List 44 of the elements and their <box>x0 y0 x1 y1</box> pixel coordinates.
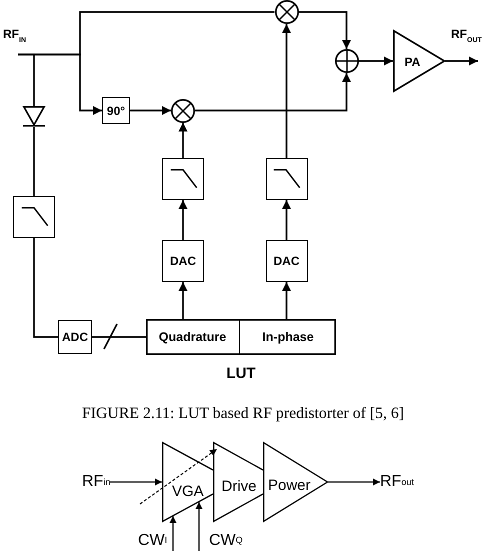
arrow <box>195 73 351 112</box>
stage-label: Drive <box>222 478 257 494</box>
stage-label: VGA <box>172 483 204 500</box>
arrow <box>178 282 188 319</box>
diode-symbol <box>23 106 45 127</box>
filter-block <box>162 158 204 200</box>
filter-block <box>266 158 308 200</box>
arrow <box>445 56 478 66</box>
amplifier-label: PA <box>404 55 420 69</box>
signal-line <box>92 336 146 338</box>
amplifier-stage <box>213 442 263 522</box>
arrow <box>282 200 291 240</box>
arrow <box>170 516 176 551</box>
adc-block: ADC <box>58 320 92 354</box>
arrow <box>130 106 171 115</box>
signal-label: RF$_{OUT}$ <box>451 27 482 44</box>
table-section: In-phase <box>240 319 336 355</box>
signal-line <box>33 238 58 338</box>
amplifier-symbol <box>393 30 445 92</box>
mixer-symbol <box>171 98 195 122</box>
arrow <box>298 11 351 49</box>
stage-label: Power <box>268 476 311 494</box>
dac-block: DAC <box>162 240 204 282</box>
arrow <box>178 122 188 158</box>
arrow <box>328 478 380 486</box>
table-section: Quadrature <box>146 319 240 355</box>
arrow <box>110 478 162 486</box>
arrow <box>358 56 393 66</box>
figure-caption: FIGURE 2.11: LUT based RF predistorter of [5, 6] <box>82 405 404 422</box>
amplifier-stage <box>162 442 213 522</box>
filter-block <box>13 196 55 238</box>
arrow <box>196 502 202 551</box>
signal-line <box>33 127 35 196</box>
signal-label: RF$_{IN}$ <box>3 27 26 44</box>
signal-line <box>18 54 35 106</box>
arrow <box>282 282 291 319</box>
amplifier-stage <box>263 442 328 522</box>
arrow <box>178 200 188 240</box>
mixer-symbol <box>274 0 298 24</box>
phase-shifter-block: 90° <box>102 97 130 124</box>
arrow <box>282 24 291 158</box>
table-title: LUT <box>226 366 256 381</box>
adder-symbol <box>334 49 358 73</box>
dac-block: DAC <box>266 240 308 282</box>
